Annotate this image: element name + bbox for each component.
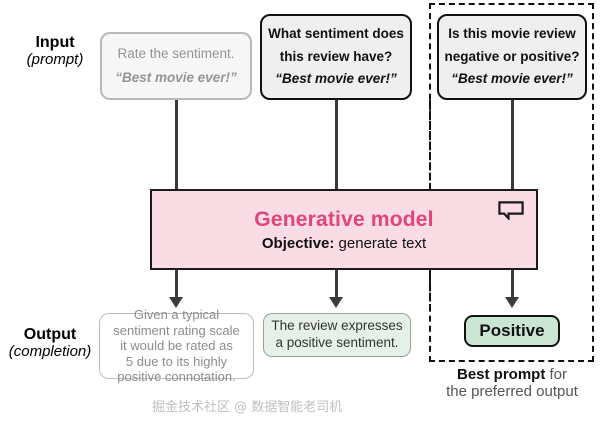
- row-label-output-sub: (completion): [8, 342, 92, 360]
- output-verbose-line-3: it would be rated as: [120, 338, 233, 354]
- connector-prompt-vague: [175, 100, 178, 189]
- output-box-verbose[interactable]: Given a typical sentiment rating scale i…: [99, 307, 254, 384]
- objective-value: generate text: [334, 234, 427, 252]
- watermark: 掘金技术社区 @ 数据智能老司机: [152, 400, 343, 415]
- caption-line-1: Best prompt for: [424, 366, 600, 383]
- prompt-box-best[interactable]: Is this movie review negative or positiv…: [437, 14, 587, 100]
- output-verbose-line-4: 5 due to its highly: [125, 353, 228, 369]
- caption-rest-1: for: [545, 366, 568, 383]
- arrow-line-output-preferred: [511, 270, 514, 299]
- highlight-divider-upper: [429, 100, 431, 189]
- output-descriptive-line-1: The review expresses: [271, 318, 403, 334]
- best-prompt-caption: Best prompt for the preferred output: [424, 366, 600, 401]
- output-descriptive-line-2: a positive sentiment.: [275, 335, 399, 350]
- objective-label: Objective:: [261, 234, 335, 252]
- output-box-descriptive[interactable]: The review expresses a positive sentimen…: [263, 313, 411, 357]
- prompt-box-better[interactable]: What sentiment does this review have? “B…: [260, 14, 412, 100]
- highlight-divider-lower: [429, 270, 431, 310]
- prompt-better-quote: “Best movie ever!”: [275, 71, 397, 87]
- generative-model-box[interactable]: Generative model Objective: generate tex…: [150, 189, 538, 270]
- row-label-input-sub: (prompt): [26, 50, 84, 68]
- output-preferred-label: Positive: [479, 321, 545, 340]
- arrow-line-output-verbose: [175, 270, 178, 299]
- output-verbose-line-5: positive connotation.: [117, 369, 236, 385]
- output-verbose-line-2: sentiment rating scale: [113, 322, 240, 338]
- prompt-box-vague[interactable]: Rate the sentiment. “Best movie ever!”: [100, 32, 252, 100]
- connector-prompt-better: [335, 100, 338, 189]
- generative-model-objective: Objective: generate text: [262, 235, 426, 252]
- prompt-better-question-line1: What sentiment does: [268, 26, 404, 42]
- arrow-line-output-descriptive: [335, 270, 338, 299]
- output-box-preferred[interactable]: Positive: [464, 315, 560, 347]
- output-verbose-line-1: Given a typical: [133, 307, 220, 323]
- prompt-best-question-line1: Is this movie review: [448, 26, 576, 42]
- caption-line-2: the preferred output: [424, 383, 600, 400]
- row-label-output: Output (completion): [0, 326, 100, 361]
- prompt-best-quote: “Best movie ever!”: [451, 71, 573, 87]
- row-label-output-main: Output: [23, 326, 77, 343]
- arrow-head-output-descriptive: [329, 297, 343, 308]
- connector-prompt-best: [511, 100, 514, 189]
- prompt-best-question-line2: negative or positive?: [444, 48, 580, 64]
- row-label-input: Input (prompt): [5, 34, 105, 69]
- prompt-vague-quote: “Best movie ever!”: [115, 69, 237, 85]
- prompt-vague-question: Rate the sentiment.: [117, 45, 235, 61]
- arrow-head-output-preferred: [505, 297, 519, 308]
- caption-rest-2: the preferred output: [446, 383, 578, 401]
- row-label-input-main: Input: [35, 34, 75, 51]
- prompt-better-question-line2: this review have?: [279, 48, 393, 64]
- generative-model-title: Generative model: [254, 207, 434, 231]
- speech-bubble-icon: [498, 201, 524, 220]
- arrow-head-output-verbose: [169, 297, 183, 308]
- caption-bold: Best prompt: [456, 366, 546, 383]
